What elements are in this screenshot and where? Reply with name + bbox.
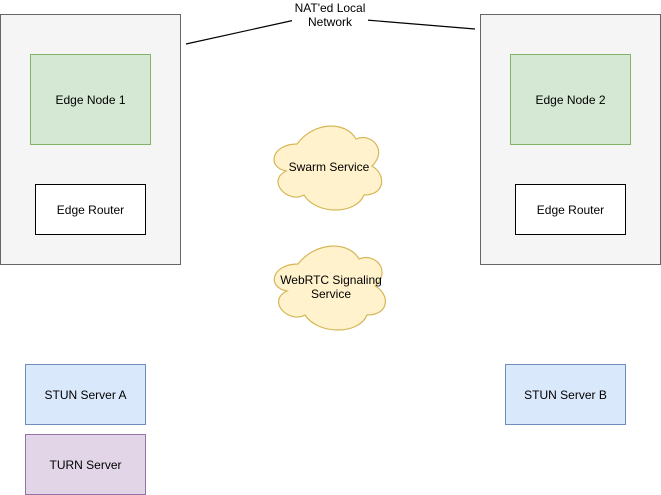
edge-router-right[interactable]: Edge Router xyxy=(515,184,626,235)
turn-server[interactable]: TURN Server xyxy=(25,434,146,495)
stun-server-a-label: STUN Server A xyxy=(44,387,127,402)
network-line-left xyxy=(185,19,296,45)
stun-server-a[interactable]: STUN Server A xyxy=(25,364,146,425)
network-line-right xyxy=(365,19,476,30)
edge-router-left[interactable]: Edge Router xyxy=(35,184,146,235)
edge-node-1-label: Edge Node 1 xyxy=(55,92,126,107)
swarm-service-label: Swarm Service xyxy=(288,160,370,174)
webrtc-signaling-cloud[interactable]: WebRTC Signaling Service xyxy=(266,241,396,333)
edge-node-2-label: Edge Node 2 xyxy=(535,92,606,107)
network-label-line1: NAT'ed Local xyxy=(294,1,366,15)
stun-server-b-label: STUN Server B xyxy=(524,387,607,402)
stun-server-b[interactable]: STUN Server B xyxy=(505,364,626,425)
network-label: NAT'ed Local Network xyxy=(292,1,368,29)
turn-server-label: TURN Server xyxy=(49,457,122,472)
swarm-service-cloud[interactable]: Swarm Service xyxy=(266,121,392,213)
edge-node-2[interactable]: Edge Node 2 xyxy=(510,54,631,145)
cloud-shape xyxy=(273,125,383,211)
edge-router-right-label: Edge Router xyxy=(536,202,605,217)
edge-router-left-label: Edge Router xyxy=(56,202,125,217)
network-label-line2: Network xyxy=(307,15,352,29)
cloud-shape xyxy=(273,245,386,331)
webrtc-label-line1: WebRTC Signaling xyxy=(280,273,382,287)
edge-node-1[interactable]: Edge Node 1 xyxy=(30,54,151,145)
webrtc-label-line2: Service xyxy=(310,287,351,301)
